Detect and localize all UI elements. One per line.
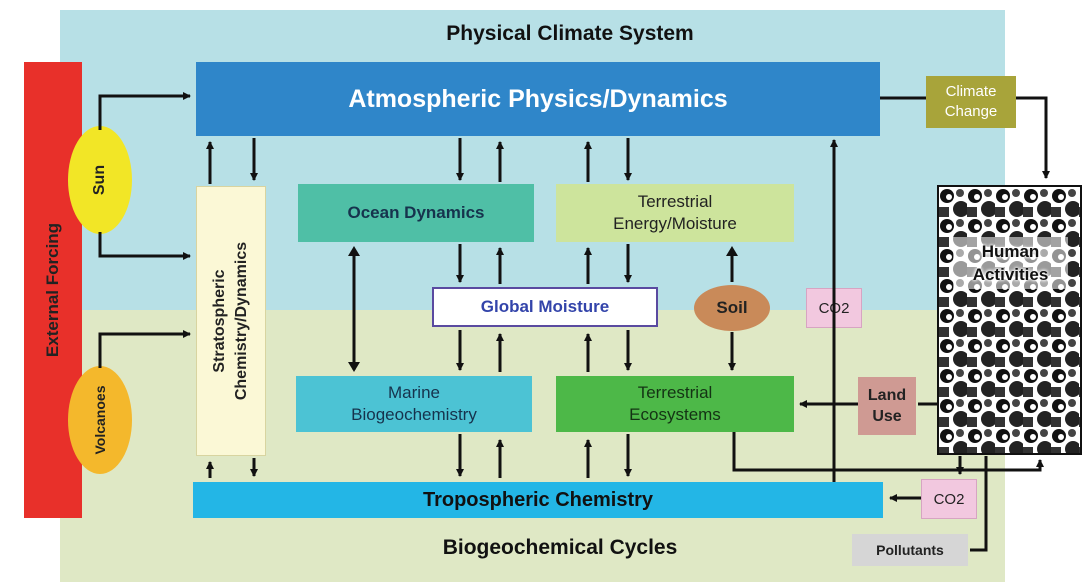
co2-bottom-box: CO2 [921,479,977,519]
terrestrial-ecosystems-box: Terrestrial Ecosystems [556,376,794,432]
arrow-sun-to-atmosphere [98,92,191,130]
human-activities-image: Human Activities [937,185,1082,455]
sun-oval: Sun [68,126,132,234]
soil-oval: Soil [694,285,770,331]
climate-change-box: Climate Change [926,76,1016,128]
pollutants-box: Pollutants [852,534,968,566]
global-moisture-box: Global Moisture [432,287,658,327]
physical-climate-title: Physical Climate System [446,22,694,45]
volcanoes-oval: Volcanoes [68,366,132,474]
tropospheric-chemistry-box: Tropospheric Chemistry [193,482,883,518]
marine-biogeochemistry-box: Marine Biogeochemistry [296,376,532,432]
arrow-volcanoes-to-stratosphere [98,330,191,368]
biogeochemical-title: Biogeochemical Cycles [442,536,678,559]
ocean-dynamics-box: Ocean Dynamics [298,184,534,242]
stratospheric-box: Stratospheric Chemistry/Dynamics [196,186,266,456]
crowd-photo-icon [939,187,1080,453]
human-activities-label: Human Activities [953,237,1068,289]
arrow-sun-to-stratosphere [98,232,191,260]
land-use-box: Land Use [858,377,916,435]
atmospheric-physics-box: Atmospheric Physics/Dynamics [196,62,880,136]
terrestrial-energy-box: Terrestrial Energy/Moisture [556,184,794,242]
